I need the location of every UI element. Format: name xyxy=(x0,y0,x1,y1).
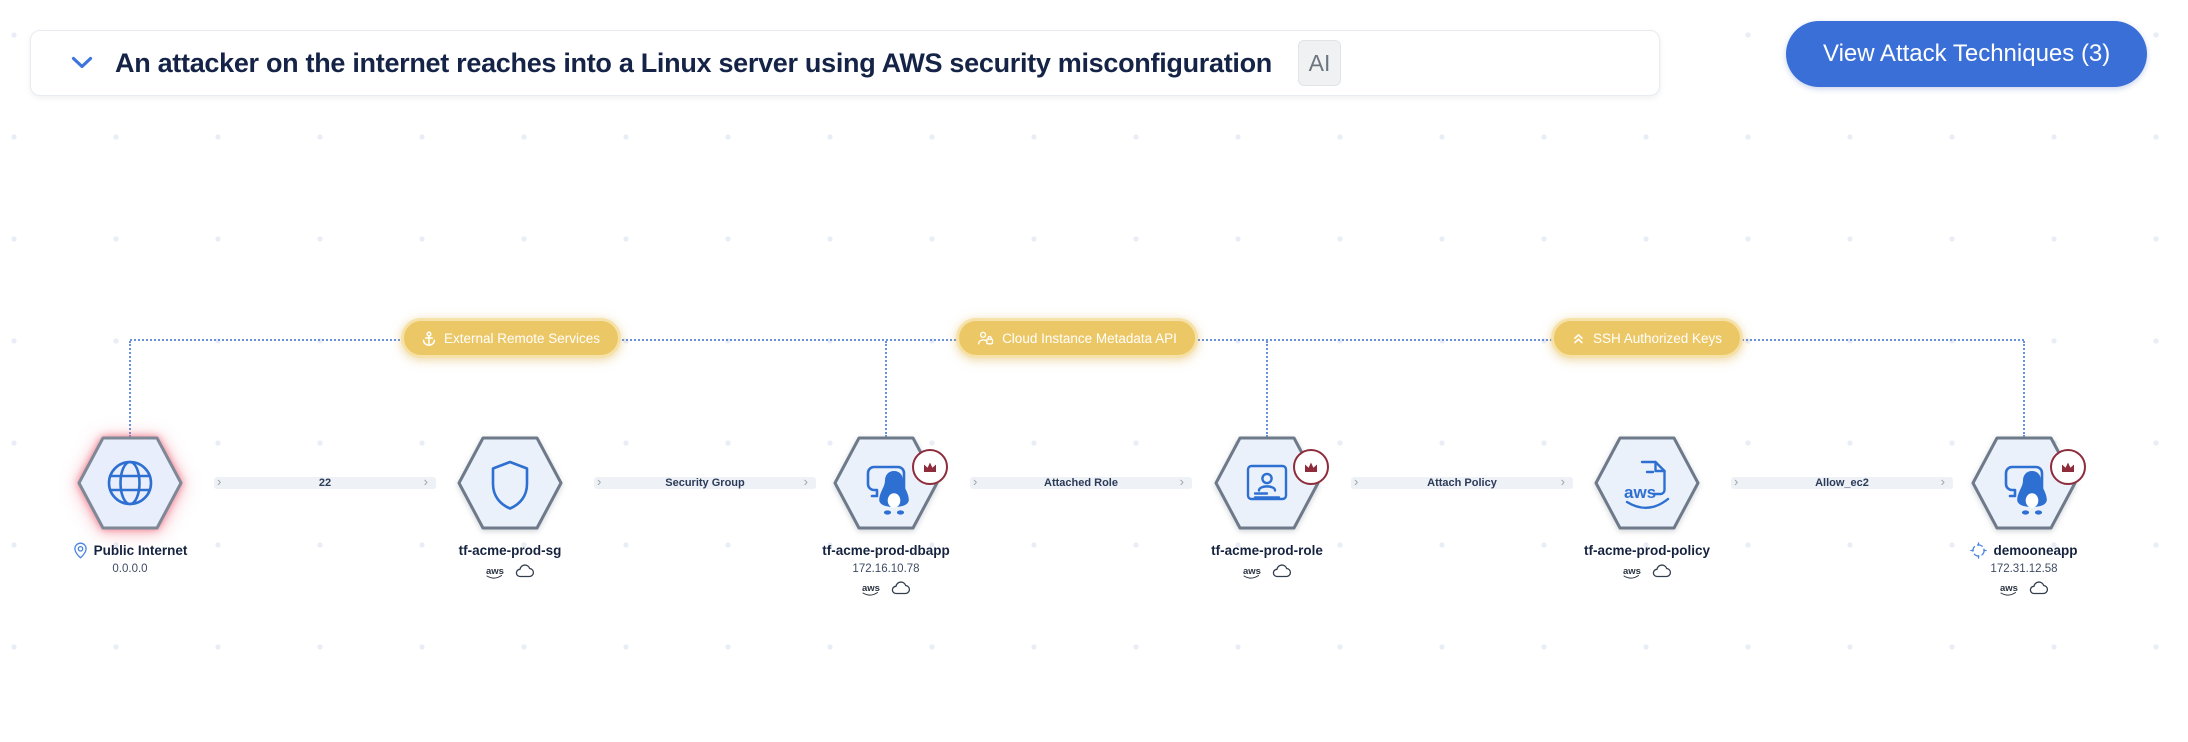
svg-text:aws: aws xyxy=(862,583,880,594)
technique-badge-cloud-instance-metadata-api[interactable]: Cloud Instance Metadata API xyxy=(956,318,1198,358)
node-ip: 0.0.0.0 xyxy=(112,563,148,575)
node-name: tf-acme-prod-dbapp xyxy=(822,543,950,558)
edge-label: Attached Role xyxy=(1044,477,1118,489)
pin-icon xyxy=(73,542,87,559)
hexagon xyxy=(1971,436,2077,530)
node-ip: 172.31.12.58 xyxy=(1990,563,2058,575)
attack-path-title: An attacker on the internet reaches into… xyxy=(115,47,1272,78)
chevron-down-icon xyxy=(71,56,93,69)
attack-line-drop-public-internet xyxy=(129,341,131,437)
technique-badge-external-remote-services[interactable]: External Remote Services xyxy=(400,318,622,358)
crown-icon xyxy=(1305,462,1317,472)
crown-badge xyxy=(912,449,948,485)
aws-icon: aws xyxy=(486,566,504,579)
technique-label: Cloud Instance Metadata API xyxy=(1002,330,1177,346)
cloud-icon xyxy=(1272,564,1292,578)
edge-label: Allow_ec2 xyxy=(1815,477,1869,489)
node-tf-acme-prod-dbapp[interactable]: tf-acme-prod-dbapp 172.16.10.78 aws xyxy=(756,433,1016,596)
hexagon xyxy=(457,436,563,530)
attack-line-drop-role xyxy=(1266,341,1268,437)
crown-icon xyxy=(924,462,936,472)
aws-icon: aws xyxy=(1243,566,1261,579)
attack-path-header: An attacker on the internet reaches into… xyxy=(30,30,1660,96)
svg-text:aws: aws xyxy=(1624,483,1656,502)
ai-badge: AI xyxy=(1297,40,1341,86)
hexagon xyxy=(833,436,939,530)
hexagon xyxy=(77,436,183,530)
node-name: Public Internet xyxy=(93,543,188,558)
technique-badge-ssh-authorized-keys[interactable]: SSH Authorized Keys xyxy=(1550,318,1744,358)
edge-security-group[interactable]: Security Group xyxy=(594,477,816,489)
aws-icon: aws xyxy=(2000,583,2018,596)
crown-badge xyxy=(1293,449,1329,485)
node-name: tf-acme-prod-policy xyxy=(1583,543,1710,558)
node-public-internet[interactable]: Public Internet 0.0.0.0 xyxy=(0,433,260,576)
node-name: tf-acme-prod-sg xyxy=(458,543,562,558)
edge-port-22[interactable]: 22 xyxy=(214,477,436,489)
cloud-icon xyxy=(2029,581,2049,595)
aws-policy-document-icon: aws xyxy=(1624,460,1670,509)
provider-icons: aws xyxy=(861,581,911,596)
provider-icons: aws xyxy=(1242,564,1292,579)
edge-label: Security Group xyxy=(665,477,745,489)
aws-icon: aws xyxy=(862,583,880,596)
attack-line-drop-dbapp xyxy=(885,341,887,437)
node-name: tf-acme-prod-role xyxy=(1211,543,1323,558)
anchor-icon xyxy=(422,331,436,346)
cloud-icon xyxy=(1652,564,1672,578)
provider-icons: aws xyxy=(1999,581,2049,596)
edge-label: Attach Policy xyxy=(1427,477,1497,489)
edge-attach-policy[interactable]: Attach Policy xyxy=(1351,477,1573,489)
node-tf-acme-prod-policy[interactable]: aws tf-acme-prod-policy aws xyxy=(1517,433,1777,579)
shield-icon xyxy=(491,460,529,510)
chevrons-up-icon xyxy=(1574,333,1583,343)
node-demooneapp[interactable]: demooneapp 172.31.12.58 aws xyxy=(1894,433,2154,596)
attack-line-drop-demooneapp xyxy=(2023,341,2025,437)
collapse-chevron-button[interactable] xyxy=(69,53,95,73)
linux-server-icon xyxy=(866,465,909,515)
crown-badge xyxy=(2050,449,2086,485)
aws-icon: aws xyxy=(1623,566,1641,579)
iam-role-card-icon xyxy=(1246,464,1288,501)
hexagon: aws xyxy=(1594,436,1700,530)
cloud-icon xyxy=(515,564,535,578)
svg-text:aws: aws xyxy=(1623,566,1641,577)
user-lock-icon xyxy=(978,331,994,345)
svg-text:aws: aws xyxy=(1243,566,1261,577)
linux-server-icon xyxy=(2004,465,2047,515)
svg-text:aws: aws xyxy=(486,566,504,577)
edge-label: 22 xyxy=(318,477,332,489)
provider-icons: aws xyxy=(1622,564,1672,579)
node-tf-acme-prod-sg[interactable]: tf-acme-prod-sg aws xyxy=(380,433,640,579)
node-ip: 172.16.10.78 xyxy=(852,563,920,575)
cloud-icon xyxy=(891,581,911,595)
crosshair-icon xyxy=(1970,542,1988,559)
crown-icon xyxy=(2062,462,2074,472)
edge-attached-role[interactable]: Attached Role xyxy=(970,477,1192,489)
globe-icon xyxy=(107,460,153,506)
node-tf-acme-prod-role[interactable]: tf-acme-prod-role aws xyxy=(1137,433,1397,579)
technique-label: External Remote Services xyxy=(443,330,601,346)
hexagon xyxy=(1214,436,1320,530)
node-name: demooneapp xyxy=(1993,543,2078,558)
provider-icons: aws xyxy=(485,564,535,579)
view-attack-techniques-button[interactable]: View Attack Techniques (3) xyxy=(1786,21,2148,87)
svg-text:aws: aws xyxy=(2000,583,2018,594)
edge-allow-ec2[interactable]: Allow_ec2 xyxy=(1731,477,1953,489)
technique-label: SSH Authorized Keys xyxy=(1592,330,1723,346)
